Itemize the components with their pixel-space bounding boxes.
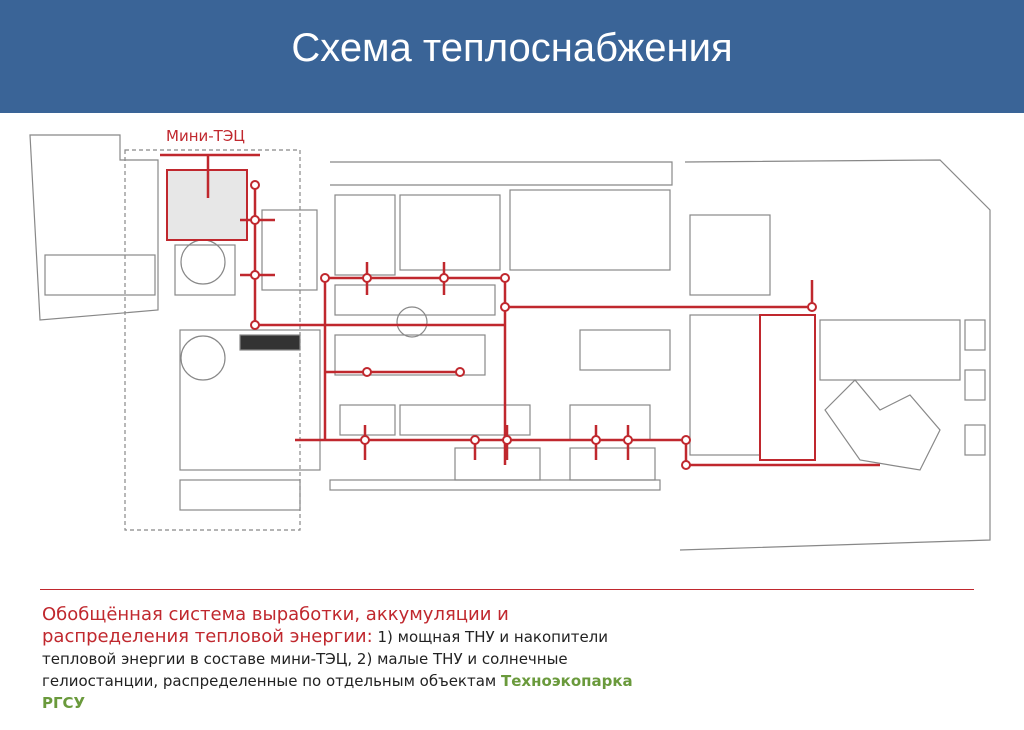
mini-tec-label: Мини-ТЭЦ <box>166 127 245 145</box>
caption: Обобщённая система выработки, аккумуляци… <box>42 604 642 714</box>
caption-body: 1) мощная ТНУ и накопители тепловой энер… <box>42 628 609 690</box>
heat-pipeline-network <box>160 153 880 467</box>
caption-heading: Обобщённая система выработки, аккумуляци… <box>42 604 509 647</box>
site-buildings <box>29 134 991 551</box>
site-plan-map <box>29 134 991 551</box>
pipeline-nodes <box>250 180 817 470</box>
caption-highlight: Техноэкопарка РГСУ <box>42 672 633 712</box>
slide-title: Схема теплоснабжения <box>291 26 733 70</box>
slide-header: Схема теплоснабжения <box>0 0 1024 113</box>
divider-line <box>40 589 974 590</box>
